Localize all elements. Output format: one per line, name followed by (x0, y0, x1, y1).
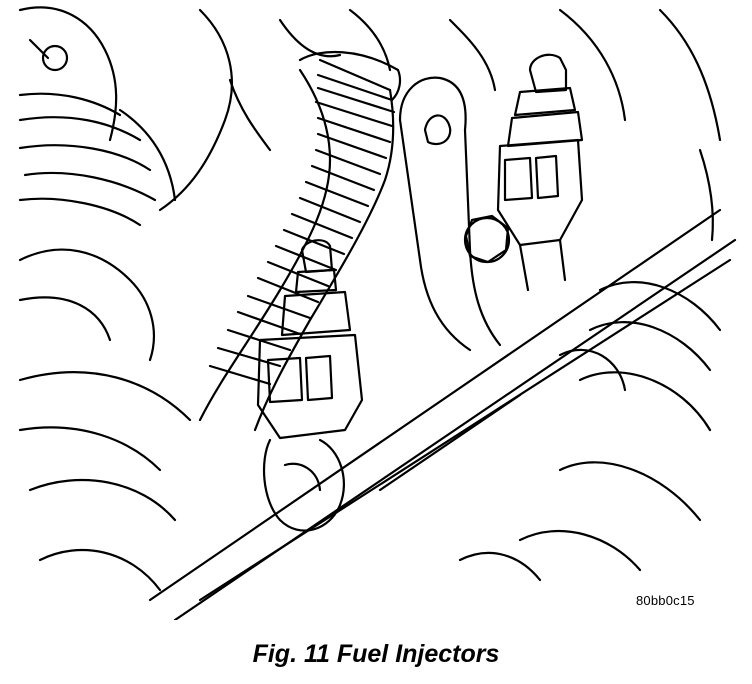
rail-mount-bracket (400, 78, 509, 350)
figure-caption: Fig. 11 Fuel Injectors (252, 640, 500, 668)
fuel-hose (200, 52, 400, 430)
injector-connector-left (258, 240, 362, 530)
engine-background-lines (20, 10, 720, 590)
intake-manifold (460, 282, 720, 580)
fuel-rail (150, 210, 735, 620)
fuel-injector-illustration (0, 0, 752, 620)
injector-connector-right (498, 55, 582, 290)
figure-reference-code: 80bb0c15 (636, 593, 695, 608)
upper-left-mount (20, 7, 232, 225)
